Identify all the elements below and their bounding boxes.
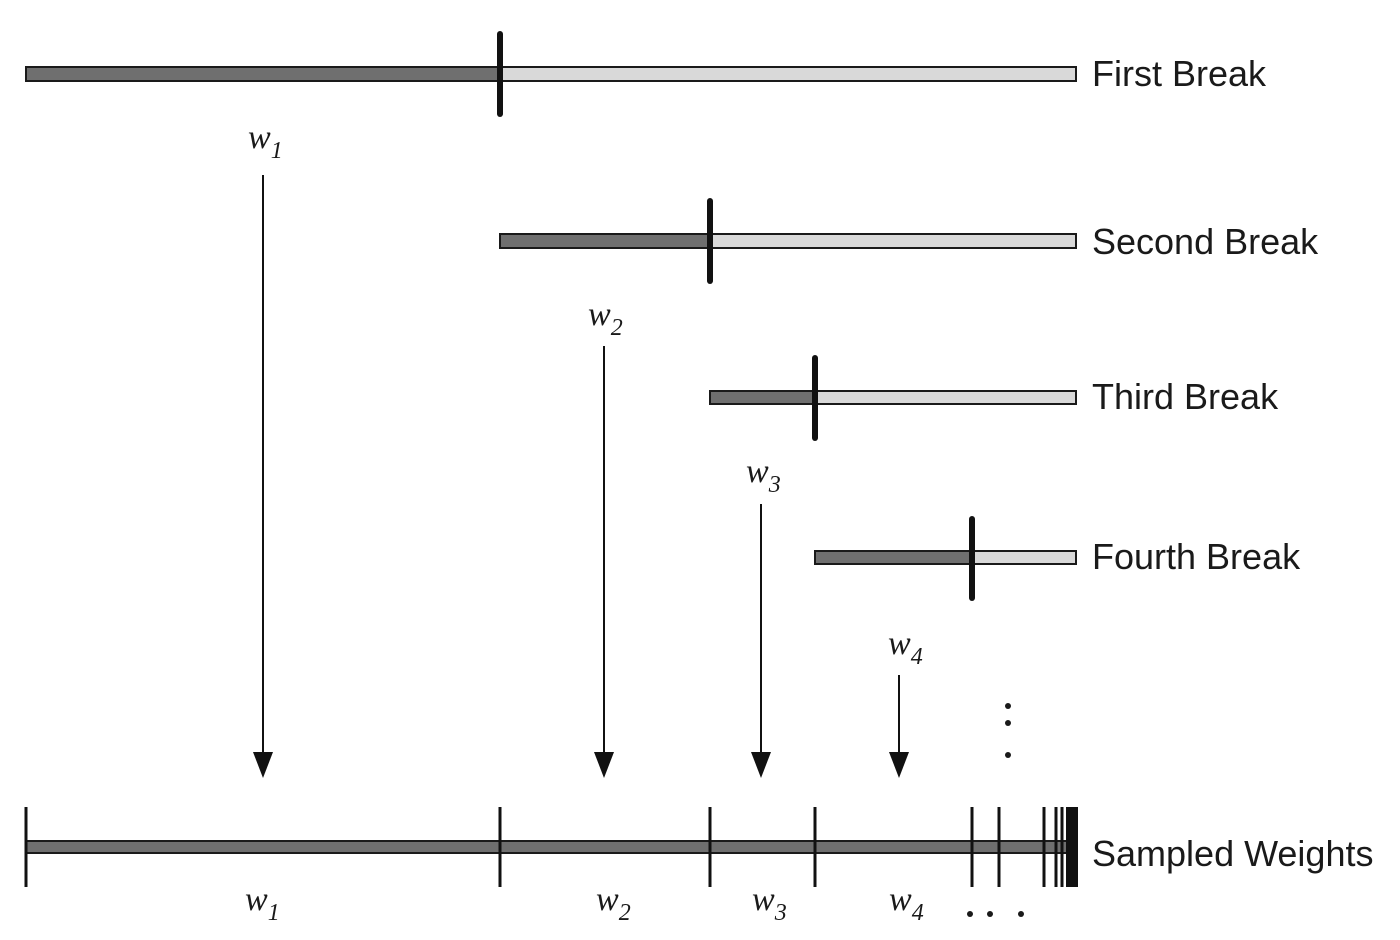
arrow-weight-label-3: w3 bbox=[746, 453, 781, 498]
arrow-head-4 bbox=[889, 752, 909, 778]
fourth-break-row: Fourth Break bbox=[814, 516, 1301, 601]
weight-arrow-1 bbox=[253, 175, 273, 778]
second-break-remaining-segment bbox=[709, 233, 1077, 249]
horizontal-ellipsis bbox=[967, 911, 1024, 917]
sampled-weight-label-2: w2 bbox=[596, 881, 631, 926]
vertical-ellipsis bbox=[1005, 703, 1011, 758]
third-break-row: Third Break bbox=[709, 355, 1279, 441]
arrow-head-1 bbox=[253, 752, 273, 778]
sampled-weights-row: Sampled Weights bbox=[24, 807, 1373, 887]
first-break-remaining-segment bbox=[499, 66, 1077, 82]
third-break-label: Third Break bbox=[1092, 376, 1279, 417]
arrow-weight-label-4: w4 bbox=[888, 625, 923, 670]
arrow-weight-label-1: w1 bbox=[248, 119, 283, 164]
second-break-label: Second Break bbox=[1092, 221, 1319, 262]
sampled-weight-label-1: w1 bbox=[245, 881, 280, 926]
first-break-used-segment bbox=[25, 66, 501, 82]
sampled-weights-bar bbox=[25, 840, 1077, 854]
sampled-tick-cluster bbox=[1066, 807, 1078, 887]
arrow-head-2 bbox=[594, 752, 614, 778]
third-break-used-segment bbox=[709, 390, 816, 405]
first-break-label: First Break bbox=[1092, 53, 1267, 94]
arrow-head-3 bbox=[751, 752, 771, 778]
arrow-weight-label-2: w2 bbox=[588, 296, 623, 341]
weight-arrow-2 bbox=[594, 346, 614, 778]
fourth-break-label: Fourth Break bbox=[1092, 536, 1301, 577]
second-break-row: Second Break bbox=[499, 198, 1319, 284]
sampled-weights-label: Sampled Weights bbox=[1092, 833, 1373, 874]
weight-arrow-4 bbox=[889, 675, 909, 778]
sampled-weight-label-3: w3 bbox=[752, 881, 787, 926]
weight-arrow-3 bbox=[751, 504, 771, 778]
first-break-row: First Break bbox=[25, 31, 1267, 117]
fourth-break-remaining-segment bbox=[971, 550, 1077, 565]
third-break-remaining-segment bbox=[814, 390, 1077, 405]
sampled-weight-label-4: w4 bbox=[889, 881, 924, 926]
second-break-used-segment bbox=[499, 233, 711, 249]
fourth-break-used-segment bbox=[814, 550, 973, 565]
